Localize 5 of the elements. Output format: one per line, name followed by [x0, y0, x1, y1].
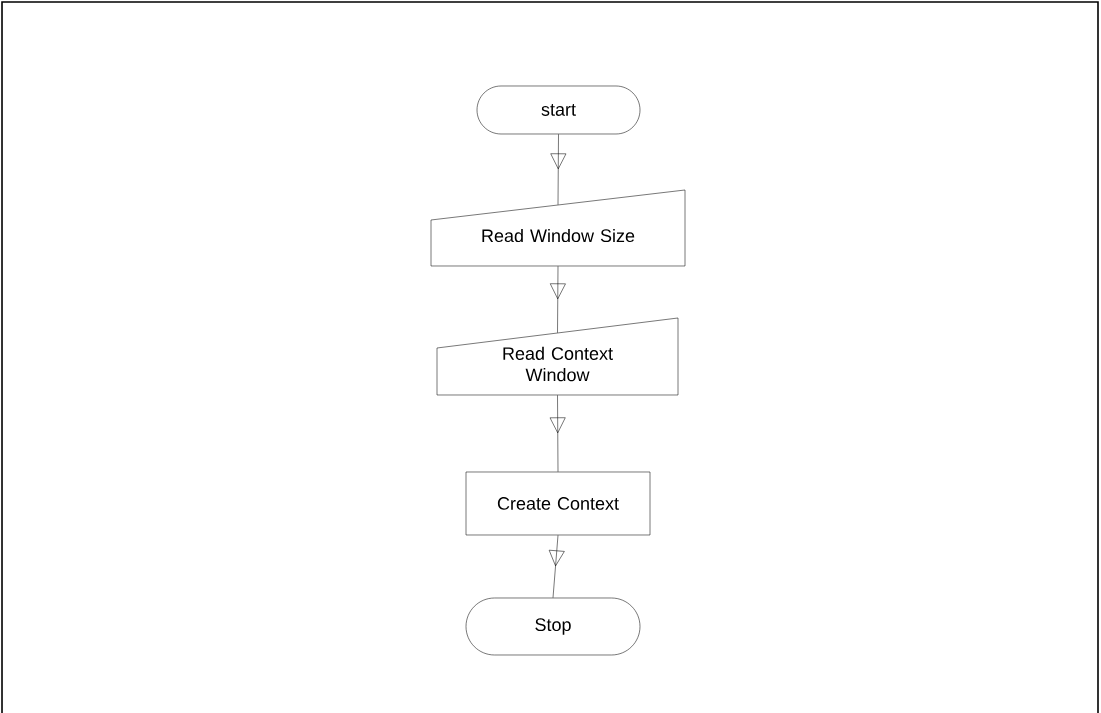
arrow: [549, 395, 566, 472]
arrow: [548, 535, 565, 598]
arrow: [550, 134, 567, 205]
process-box: Create Context: [465, 471, 651, 536]
arrow: [549, 266, 566, 333]
